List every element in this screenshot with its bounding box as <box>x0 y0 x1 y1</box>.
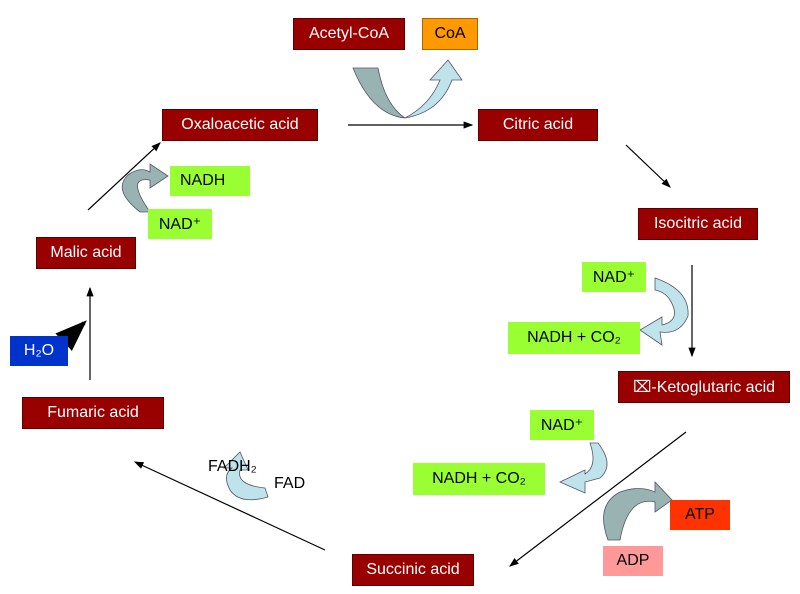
curved-arrow-fad <box>223 451 269 501</box>
curved-arrow-keto-nad <box>559 442 608 494</box>
arrow-malic-oxaloacetic <box>87 142 161 211</box>
node-ketoglutaric-acid: ⌧-Ketoglutaric acid <box>618 371 790 403</box>
cofactor-atp: ATP <box>670 500 730 530</box>
curved-arrow-malic-nad <box>121 163 169 213</box>
curved-arrow-acetyl-in <box>352 67 406 119</box>
cofactor-nad: NAD⁺ <box>148 209 212 239</box>
cofactor-nadh-co2: NADH + CO₂ <box>413 463 545 495</box>
arrow-succinic-fumaric <box>133 461 326 551</box>
cofactor-fadh2: FADH₂ <box>208 458 257 475</box>
arrow-citric-isocitric <box>625 144 671 188</box>
cofactor-adp: ADP <box>603 546 663 576</box>
node-citric-acid: Citric acid <box>478 109 598 141</box>
node-malic-acid: Malic acid <box>36 237 136 269</box>
node-isocitric-acid: Isocitric acid <box>638 208 758 240</box>
arrow-ketoglutaric-succinic <box>509 431 687 567</box>
curved-arrow-iso-nad <box>639 277 689 346</box>
cofactor-nadh: NADH <box>170 166 250 196</box>
curved-arrow-keto-atp <box>603 480 673 541</box>
cofactor-nadh-co2: NADH + CO₂ <box>508 322 640 354</box>
node-acetyl-coa: Acetyl-CoA <box>293 18 405 50</box>
water-arrow <box>55 320 87 351</box>
curved-arrow-coa-out <box>404 59 463 119</box>
node-coa: CoA <box>422 18 478 50</box>
cofactor-fad: FAD <box>274 475 306 492</box>
cofactor-nad: NAD⁺ <box>530 410 594 440</box>
cofactor-nad: NAD⁺ <box>582 262 646 292</box>
cofactor-water: H₂O <box>10 336 68 366</box>
node-oxaloacetic-acid: Oxaloacetic acid <box>162 109 318 141</box>
node-succinic-acid: Succinic acid <box>352 554 474 586</box>
node-fumaric-acid: Fumaric acid <box>22 397 164 429</box>
